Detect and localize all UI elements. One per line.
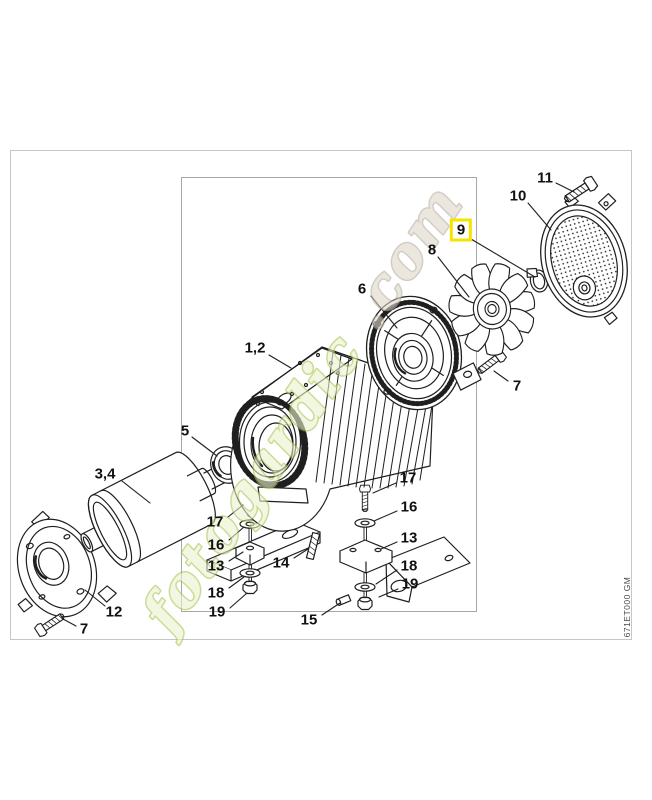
callout-15: 15 (300, 611, 318, 629)
callout-10: 10 (509, 187, 527, 205)
callout-14: 14 (272, 554, 290, 572)
callout-19-left: 19 (208, 603, 226, 621)
watermark-beige-text: .com (333, 173, 476, 341)
callout-6: 6 (357, 280, 367, 298)
callout-5: 5 (180, 422, 190, 440)
callout-19-right: 19 (401, 575, 419, 593)
stud-14 (305, 531, 321, 561)
callout-13-right: 13 (400, 529, 418, 547)
callout-13-left: 13 (207, 557, 225, 575)
flange-end-shield-6 (365, 295, 482, 411)
screw-11 (560, 174, 600, 207)
callout-16-right: 16 (400, 498, 418, 516)
callout-17-left: 17 (206, 513, 224, 531)
leader-lines (62, 182, 575, 627)
callout-16-left: 16 (207, 536, 225, 554)
callout-18-left: 18 (207, 584, 225, 602)
callout-8: 8 (427, 241, 437, 259)
callout-11: 11 (537, 169, 553, 187)
callout-7-right: 7 (512, 377, 522, 395)
callout-18-right: 18 (400, 557, 418, 575)
callout-17-right: 17 (399, 469, 417, 487)
diagram-reference-code: 671ET000 GM (622, 576, 632, 638)
end-shield-12 (16, 510, 117, 618)
callout-7-left: 7 (79, 620, 89, 638)
callout-12: 12 (105, 603, 123, 621)
fan-wheel-8 (448, 263, 536, 356)
pin-15 (335, 594, 352, 606)
callout-3-4: 3,4 (94, 465, 116, 483)
callout-1-2: 1,2 (244, 339, 266, 357)
callout-9-highlighted: 9 (449, 218, 473, 242)
